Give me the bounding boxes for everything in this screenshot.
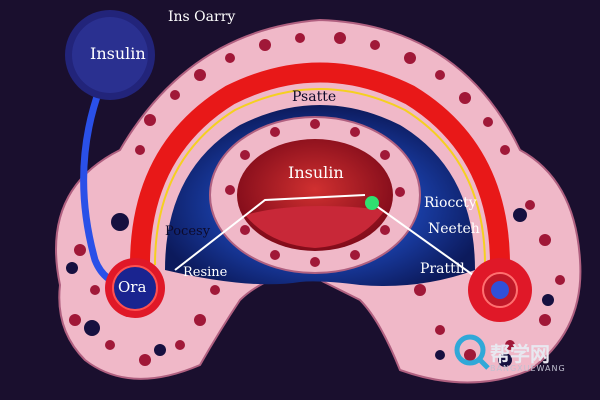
center-label: Insulin (288, 163, 344, 182)
insulin-circle-label: Insulin (90, 44, 146, 63)
watermark-sub: BANGXUEWANG (490, 364, 566, 373)
watermark-logo-icon (454, 334, 486, 366)
right-label-rioccty: Rioccty (424, 195, 477, 211)
center-fluid (245, 206, 385, 248)
left-label-resine: Resine (183, 265, 228, 280)
red-band (130, 62, 510, 266)
top-title: Ins Oarry (168, 9, 236, 25)
ring-cells (225, 119, 405, 267)
right-node-core (491, 281, 509, 299)
pointer-line-left (174, 194, 366, 271)
pointer-line-right (374, 204, 481, 281)
watermark-logo-tail (476, 356, 490, 370)
left-label-pocesy: Pocesy (165, 224, 211, 239)
green-dot (365, 196, 379, 210)
left-node-inner (112, 265, 158, 311)
yellow-line (154, 88, 486, 266)
left-node-label: Ora (118, 278, 147, 296)
right-label-prattil: Prattil (420, 261, 465, 277)
arch-label: Psatte (292, 89, 337, 105)
insulin-circle-inner (72, 17, 148, 93)
tissue-cells (69, 32, 565, 366)
dark-cell-nuclei (66, 208, 554, 367)
right-label-neeteh: Neeteh (428, 221, 480, 237)
watermark-main: 帮学网 (490, 342, 550, 366)
